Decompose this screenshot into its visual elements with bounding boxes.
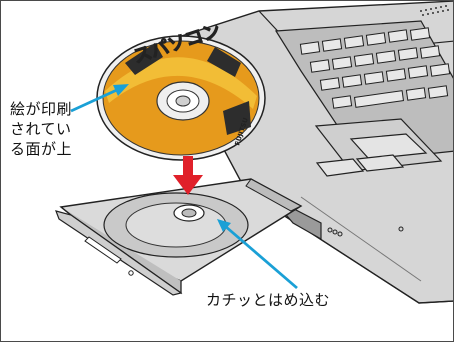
speaker-grille: [420, 5, 449, 16]
side-indicators: [327, 227, 343, 237]
label-side-up-callout: 絵が印刷 されてい る面が上: [10, 99, 100, 159]
keys: [299, 27, 451, 109]
callout-line-2: されてい: [10, 120, 72, 138]
snap-in-callout: カチッとはめ込む: [206, 291, 331, 309]
disc-tray: [55, 178, 303, 296]
eject-button: [84, 236, 122, 264]
callout-arrow-icon: [70, 84, 129, 113]
touchpad-button-left: [315, 158, 365, 177]
callout-line-1: 絵が印刷: [10, 100, 73, 118]
callout-line-3: る面が上: [10, 140, 73, 158]
tray-bezel: [55, 210, 183, 296]
down-arrow-icon: [173, 156, 203, 195]
touchpad: [349, 133, 428, 160]
touchpad-button-right: [355, 154, 405, 172]
callout-arrow-icon: [217, 219, 298, 290]
emergency-eject-hole: [128, 270, 134, 276]
